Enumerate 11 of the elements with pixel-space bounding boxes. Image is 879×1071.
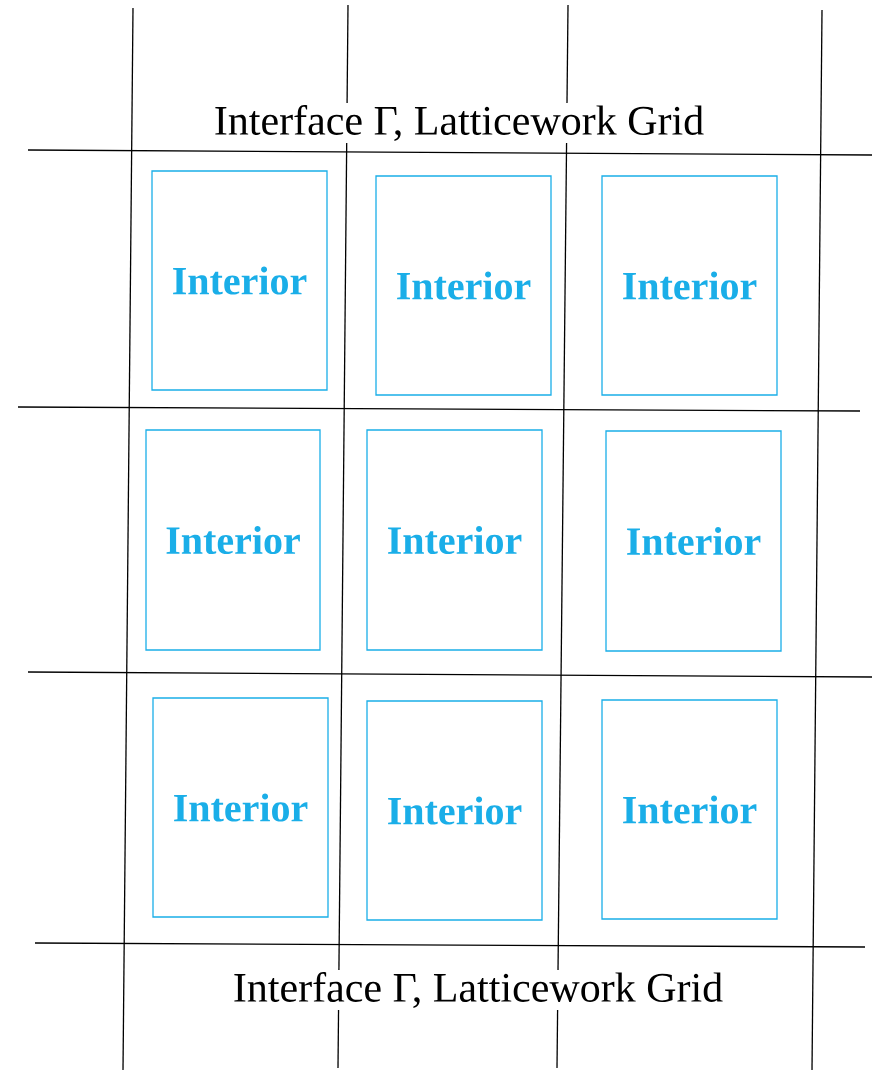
interior-box: Interior <box>151 170 328 391</box>
interior-box: Interior <box>375 175 552 396</box>
interior-box: Interior <box>601 175 778 396</box>
interior-box: Interior <box>152 697 329 918</box>
interior-box: Interior <box>605 430 782 652</box>
interior-box: Interior <box>366 700 543 921</box>
interior-box: Interior <box>145 429 321 651</box>
interior-box: Interior <box>601 699 778 920</box>
grid-label: Interface Γ, Latticework Grid <box>211 103 707 143</box>
grid-label: Interface Γ, Latticework Grid <box>230 970 726 1011</box>
interior-box: Interior <box>366 429 543 651</box>
